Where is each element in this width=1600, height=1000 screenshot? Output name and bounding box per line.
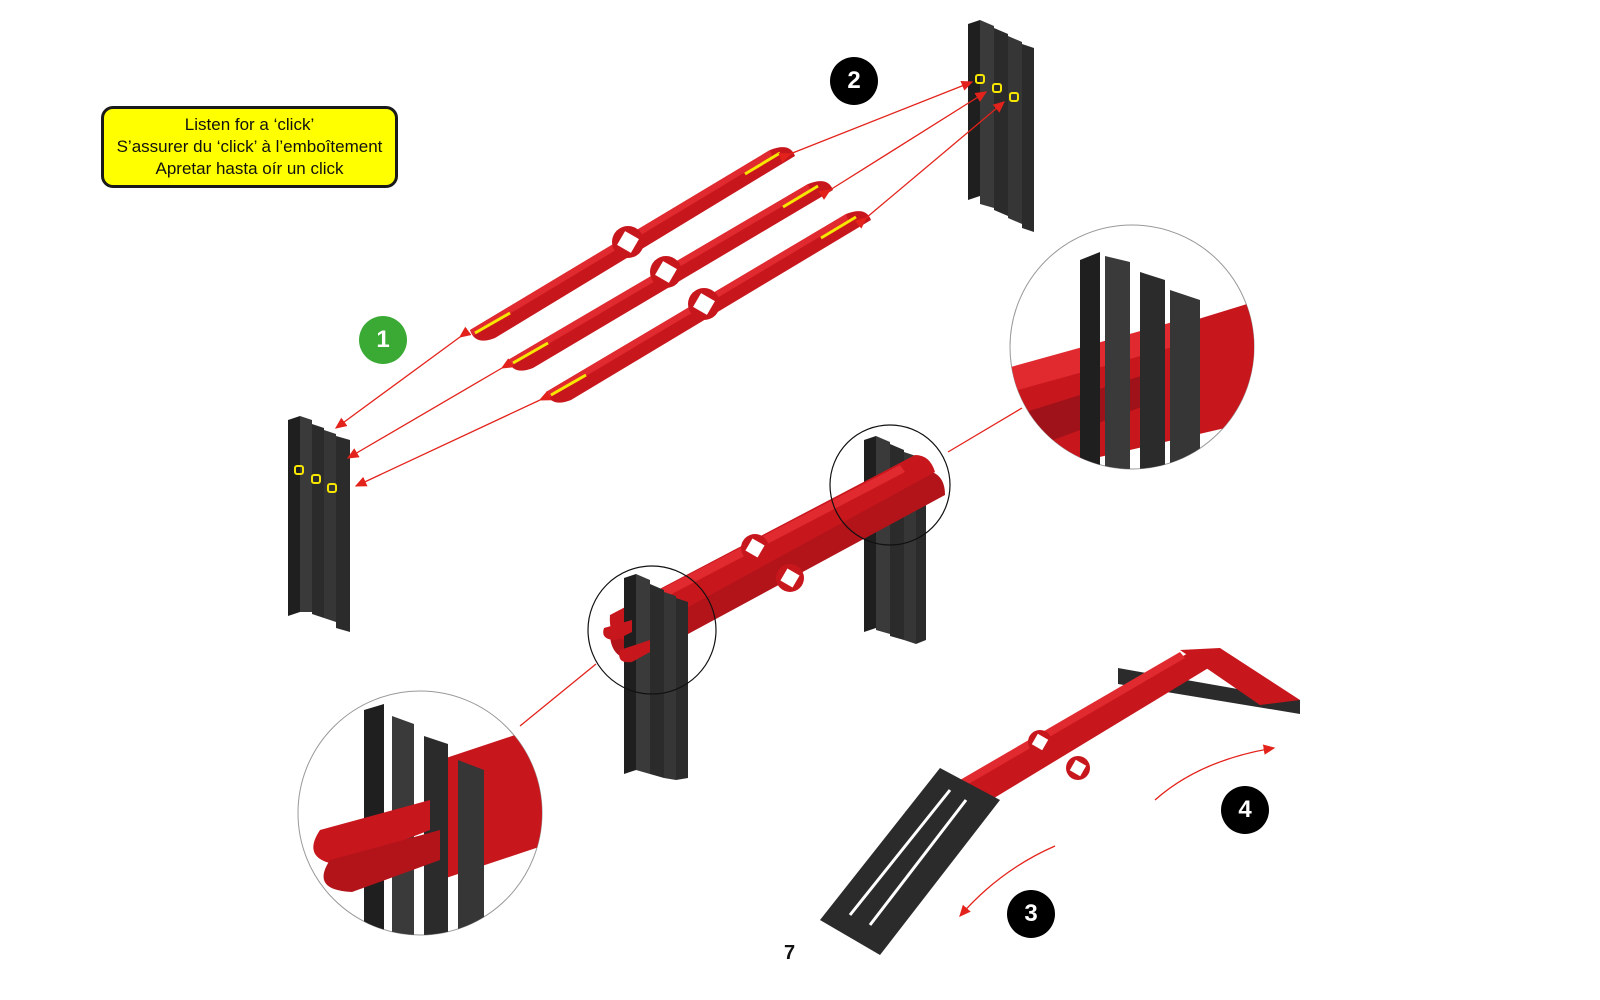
- callout-line-english: Listen for a ‘click’: [184, 115, 315, 134]
- folding-assembly: [820, 648, 1300, 955]
- assembled-frame: [603, 436, 945, 780]
- step-4-badge: 4: [1221, 786, 1269, 834]
- detail-zoom-left: [297, 690, 543, 936]
- step-3-badge: 3: [1007, 890, 1055, 938]
- callout-line-spanish: Apretar hasta oír un click: [155, 159, 344, 178]
- click-instruction-callout: Listen for a ‘click’ S’assurer du ‘click…: [101, 106, 398, 188]
- detail-circle-right: [829, 424, 951, 546]
- right-plate-stack: [968, 20, 1034, 232]
- detail-circle-left: [587, 565, 717, 695]
- detail-leader-left: [519, 663, 597, 727]
- rotate-arrow-down: [959, 845, 1056, 917]
- red-bars: [470, 147, 871, 403]
- detail-leader-right: [947, 407, 1023, 453]
- step-1-badge: 1: [359, 316, 407, 364]
- detail-zoom-right: [1009, 224, 1255, 470]
- rotate-arrow-up: [1154, 744, 1276, 801]
- page-number: 7: [784, 942, 796, 964]
- callout-line-french: S’assurer du ‘click’ à l’emboîtement: [116, 137, 383, 156]
- step-2-badge: 2: [830, 57, 878, 105]
- left-plate-stack: [288, 416, 350, 632]
- connection-arrows: [334, 80, 1005, 487]
